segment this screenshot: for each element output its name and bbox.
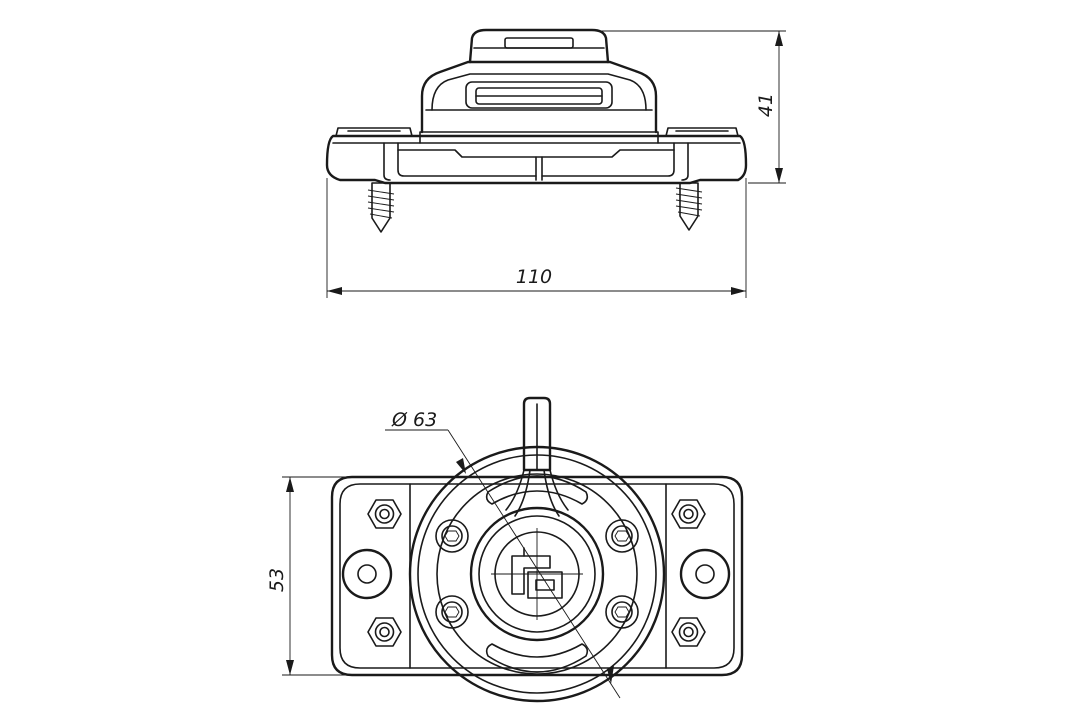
logo-emblem [511,547,563,599]
right-top-bolt [671,499,706,529]
dome-slot [504,37,574,49]
width-dimension-label: 110 [516,266,552,288]
right-block-edge [681,142,689,181]
top-view [330,396,744,703]
side-view [325,28,748,233]
height-dimension [600,30,786,184]
hub-outer [469,506,605,642]
right-screw [675,182,703,231]
bottom-slot [485,643,589,673]
body-base-outline [419,131,659,144]
hub-ring [478,515,596,633]
width-dimension [326,178,747,298]
slot-window [465,81,613,109]
top-slot [485,475,589,505]
left-inner-channel [397,142,537,177]
left-screw [367,182,395,233]
flange-bolt-tl [435,519,469,553]
plate-inner-outline [339,483,735,669]
right-boss [679,548,731,600]
right-tab [665,127,739,137]
left-block-edge [383,142,391,181]
top-dome-outline [468,28,610,64]
flange-bolt-bl [435,595,469,629]
left-boss [341,548,393,600]
flange-bolt-tr [605,519,639,553]
cup-body-outline [420,60,658,134]
flange-bolt-br [605,595,639,629]
cup-inner-contour [431,73,647,111]
plate-step-line [397,149,675,158]
diameter-dimension [385,429,621,699]
left-bottom-bolt [367,617,402,647]
right-bottom-bolt [671,617,706,647]
diameter-dimension-label: Ø 63 [391,409,437,431]
height-dimension-label: 41 [755,93,777,117]
lever-handle [505,396,569,517]
right-inner-channel [541,142,675,177]
flange-inner-ring [436,473,638,675]
plate-outline [330,475,744,677]
left-tab [335,127,413,137]
left-top-bolt [367,499,402,529]
depth-dimension-label: 53 [266,568,288,592]
depth-dimension [282,476,360,676]
